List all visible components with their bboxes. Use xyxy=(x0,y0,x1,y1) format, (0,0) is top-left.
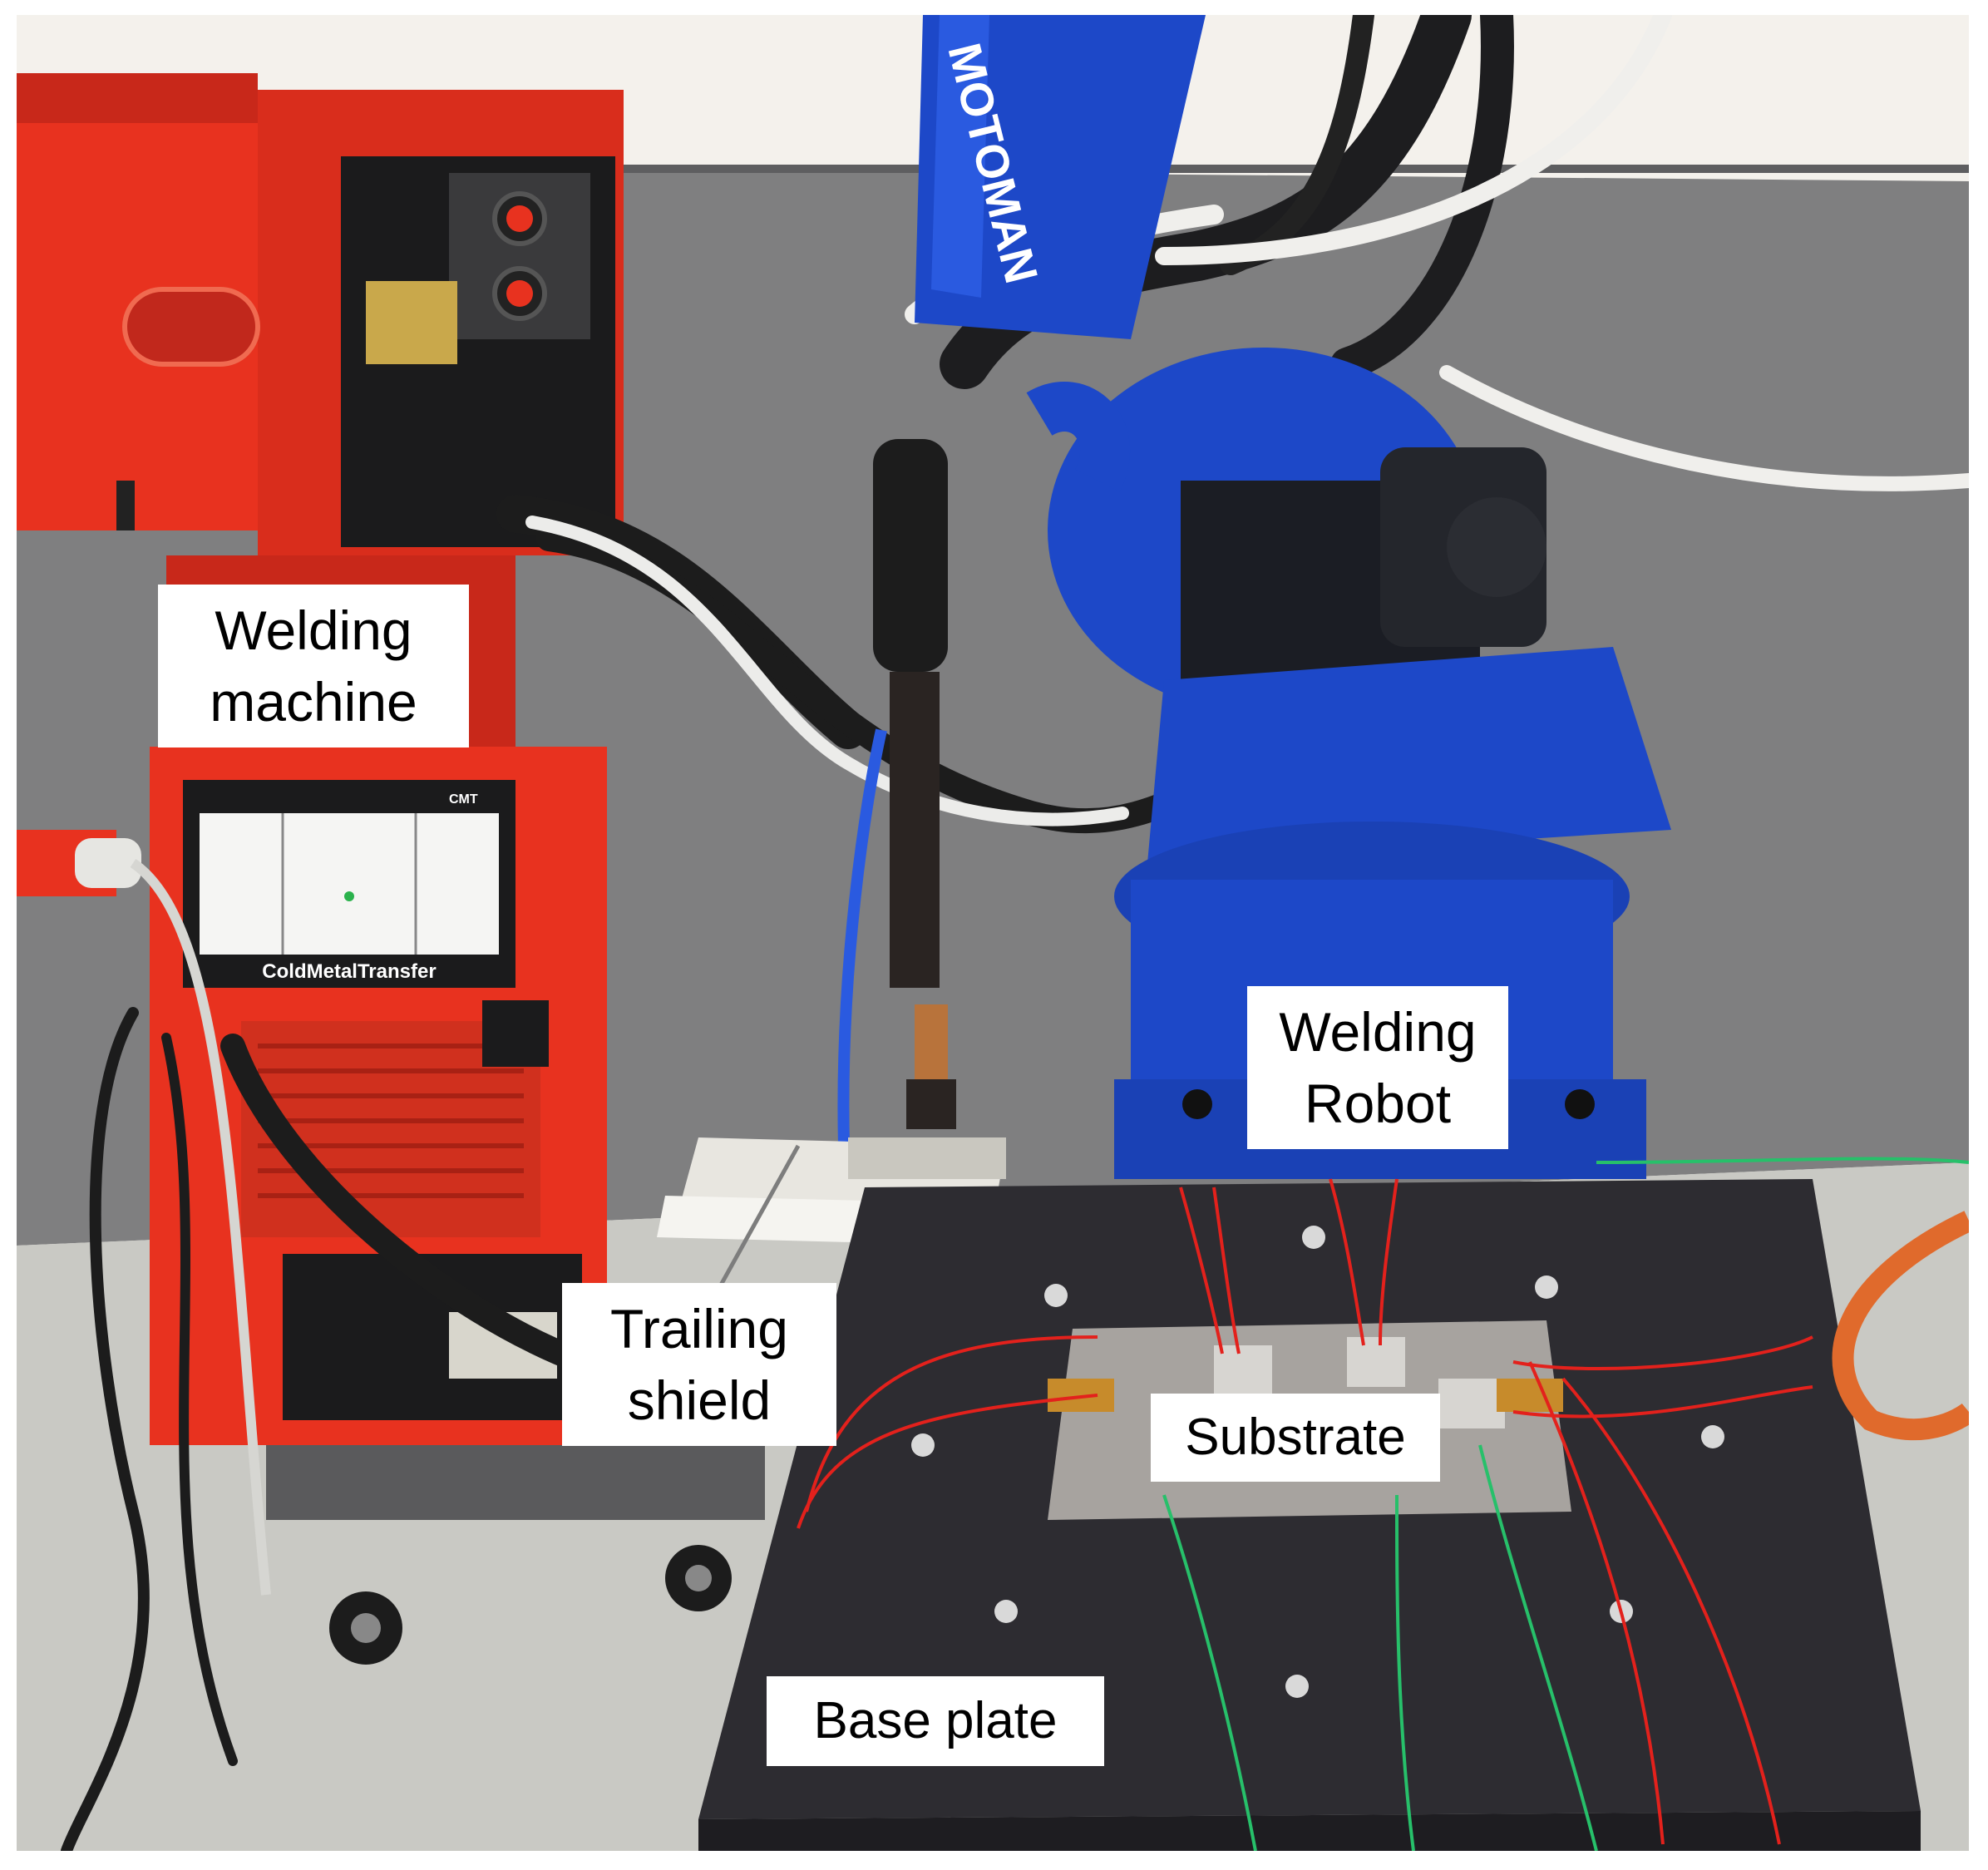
thermocouple-wires xyxy=(797,1157,1969,1851)
label-trailing-shield-line1: Trailing xyxy=(610,1298,788,1359)
welding-setup-photo: ColdMetalTransfer CMT xyxy=(17,15,1969,1851)
label-trailing-shield-line2: shield xyxy=(627,1369,772,1431)
cart xyxy=(266,1445,765,1520)
display-badge: CMT xyxy=(449,792,478,807)
label-base-plate: Base plate xyxy=(767,1676,1104,1766)
shield-pointer xyxy=(713,1144,801,1297)
gas-hose xyxy=(837,728,887,1147)
label-welding-robot-line2: Robot xyxy=(1304,1073,1452,1134)
label-welding-machine-line2: machine xyxy=(210,671,417,733)
photo-scene: ColdMetalTransfer CMT xyxy=(17,15,1969,1851)
label-welding-robot-line1: Welding xyxy=(1279,1001,1477,1063)
label-substrate-text: Substrate xyxy=(1185,1409,1406,1466)
display-caption: ColdMetalTransfer xyxy=(262,960,436,983)
fronius-logo xyxy=(122,287,260,367)
torch-body xyxy=(873,439,948,672)
label-welding-machine: Welding machine xyxy=(158,585,469,748)
power-plug xyxy=(17,830,271,1596)
label-substrate: Substrate xyxy=(1151,1394,1440,1482)
label-welding-robot: Welding Robot xyxy=(1247,986,1508,1149)
label-base-plate-text: Base plate xyxy=(813,1692,1058,1749)
label-welding-machine-line1: Welding xyxy=(215,599,412,661)
orange-hose xyxy=(1832,1211,1969,1441)
welding-robot: MOTOMAN xyxy=(873,15,1671,1179)
label-trailing-shield: Trailing shield xyxy=(562,1283,836,1446)
